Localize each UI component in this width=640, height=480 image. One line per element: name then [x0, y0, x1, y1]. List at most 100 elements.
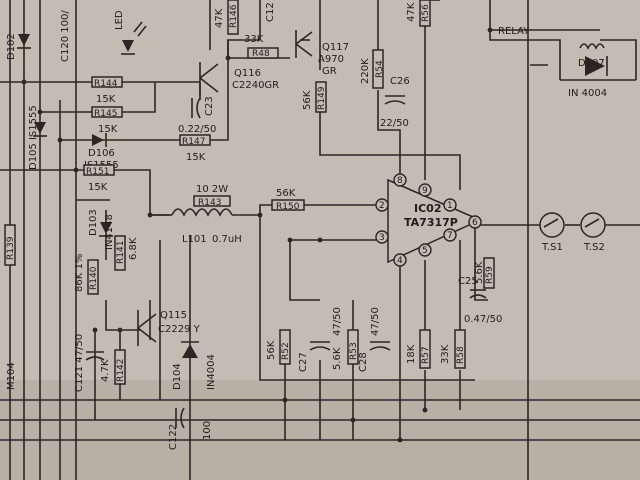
label-56k-r52: 56K: [266, 340, 277, 360]
label-18k: 18K: [406, 344, 417, 364]
resistor-r151: [83, 164, 115, 176]
label-c26-val: 22/50: [380, 118, 409, 129]
resistor-r147: [179, 134, 211, 146]
label-c120: C120 100/: [60, 10, 71, 62]
label-c25-val: 0.47/50: [464, 314, 502, 325]
label-c2240gr: C2240GR: [232, 80, 279, 91]
label-ic02: IC02: [414, 202, 441, 215]
capacitor-c26: [384, 95, 406, 105]
inductor-l101: [171, 208, 233, 217]
label-pin2: 2: [379, 201, 385, 211]
label-in4004-mid: IN4004: [206, 354, 217, 390]
label-r139: R139: [6, 236, 16, 260]
label-gr-q117: GR: [322, 66, 337, 77]
resistor-r141: [114, 235, 126, 271]
label-r59: R59: [485, 266, 495, 284]
thermal-switch-ts1: [539, 212, 565, 238]
label-r58: R58: [456, 346, 466, 364]
label-ta7317p: TA7317P: [404, 216, 458, 229]
label-in4148: IN4148: [104, 214, 115, 250]
resistor-r53: [347, 329, 359, 365]
resistor-r142: [114, 349, 126, 385]
label-r151: R151: [86, 167, 109, 177]
label-56k-r150: 56K: [276, 188, 296, 199]
diode-d105: [33, 122, 47, 137]
label-c122-val: 100: [202, 421, 213, 440]
label-c23: C23: [204, 96, 215, 116]
label-r149: R149: [317, 86, 327, 110]
label-c27: C27: [298, 352, 309, 372]
label-r53: R53: [349, 342, 359, 360]
diode-d104: [181, 341, 199, 358]
label-c27-val: 47/50: [332, 307, 343, 336]
label-d104: D104: [172, 363, 183, 390]
label-6-8k: 6.8K: [128, 237, 139, 260]
resistor-r145: [91, 106, 123, 118]
label-47k-r56: 47K: [406, 2, 417, 22]
label-pin5: 5: [422, 246, 428, 256]
resistor-r54: [372, 49, 384, 89]
resistor-r140: [87, 259, 99, 295]
resistor-r143: [193, 195, 231, 207]
diode-d107: [585, 56, 608, 76]
label-56k-r149: 56K: [302, 90, 313, 110]
thermal-switch-ts2: [580, 212, 606, 238]
label-r52: R52: [281, 342, 291, 360]
label-d105: D105 IS1555: [28, 105, 39, 170]
resistor-r57: [419, 329, 431, 369]
label-15k-b: 15K: [98, 124, 118, 135]
label-m104: M104: [6, 362, 17, 390]
label-15k-c: 15K: [186, 152, 206, 163]
label-pin9: 9: [422, 186, 428, 196]
label-c12: C12: [265, 2, 276, 22]
label-l101: L101: [182, 234, 207, 245]
resistor-r139: [4, 224, 16, 266]
label-86k-1pct: 86K 1%: [74, 254, 85, 292]
label-d102: D102: [6, 33, 17, 60]
label-c28-val: 47/50: [370, 307, 381, 336]
resistor-r58: [454, 329, 466, 369]
label-d103: D103: [88, 209, 99, 236]
label-pin6: 6: [472, 218, 478, 228]
label-ts1: T.S1: [541, 242, 563, 253]
label-r144: R144: [94, 79, 118, 89]
capacitor-c23: [191, 97, 201, 119]
label-15k-a: 15K: [96, 94, 116, 105]
ic-pins: [375, 173, 482, 267]
relay-coil: [579, 43, 605, 50]
label-56k-r59: 5.6K: [474, 261, 485, 284]
capacitor-c28: [369, 341, 391, 351]
label-r143: R143: [198, 198, 221, 208]
label-r142: R142: [116, 359, 126, 382]
label-q117: Q117: [322, 42, 349, 53]
label-15k-d: 15K: [88, 182, 108, 193]
label-r57: R57: [421, 346, 431, 364]
label-c28: C28: [358, 352, 369, 372]
label-pin7: 7: [447, 231, 453, 241]
label-pin4: 4: [397, 256, 403, 266]
label-pin8: 8: [397, 176, 403, 186]
diode-d102: [17, 34, 31, 49]
resistor-r149: [315, 81, 327, 113]
capacitor-c121: [85, 351, 105, 361]
label-a970: A970: [318, 54, 344, 65]
resistor-r56: [419, 0, 431, 27]
label-r48: R48: [252, 49, 270, 59]
label-c2229y: C2229 Y: [158, 324, 201, 335]
label-4-7k: 4.7K: [100, 359, 111, 382]
label-c121: C121 47/50: [74, 334, 85, 392]
label-220k: 220K: [360, 58, 371, 84]
label-c23-val: 0.22/50: [178, 124, 216, 135]
capacitor-c25: [469, 289, 487, 299]
capacitor-c27: [309, 341, 331, 351]
label-d107: D107: [578, 58, 605, 69]
transistor-q115: [137, 310, 157, 346]
label-r56: R56: [421, 4, 431, 22]
label-r147: R147: [182, 137, 205, 147]
label-r146: R146: [229, 4, 239, 28]
resistor-r59: [483, 257, 495, 289]
resistor-r144: [91, 76, 123, 88]
label-10-2w: 10 2W: [196, 184, 228, 195]
label-r141: R141: [116, 241, 126, 264]
label-r140: R140: [89, 266, 99, 290]
